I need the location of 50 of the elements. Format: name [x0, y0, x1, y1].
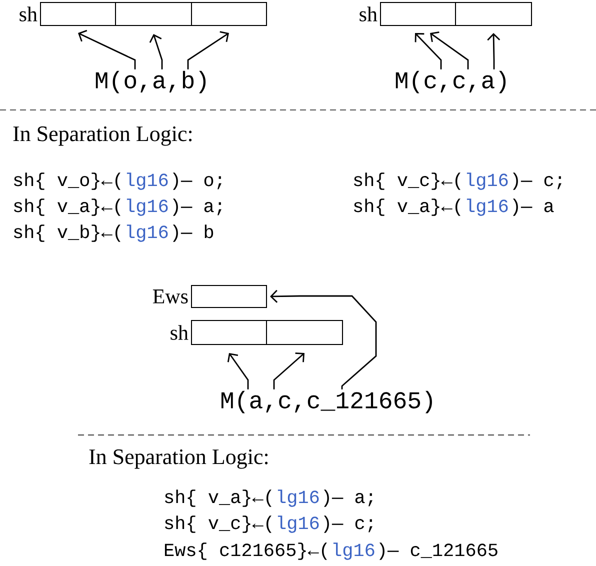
- array-cell: [191, 2, 267, 26]
- code-text: sh{ v_o}←(: [14, 172, 120, 190]
- array-cell: [40, 2, 116, 26]
- node-label: sh: [360, 6, 378, 22]
- type-annotation: lg16: [126, 172, 168, 190]
- array-cell: [191, 320, 267, 345]
- code-text: )— c_121665: [379, 542, 498, 560]
- arrow: [487, 33, 500, 70]
- code-text: )— a;: [172, 198, 222, 216]
- code-text: sh{ v_a}←(: [14, 198, 120, 216]
- arrow: [149, 34, 163, 70]
- array-cell: [380, 2, 456, 26]
- arrow: [430, 31, 469, 70]
- array-cell: [455, 2, 532, 26]
- node-label: Ews: [152, 290, 188, 304]
- code-text: sh{ v_a}←(: [354, 198, 460, 216]
- node-label: sh: [170, 325, 188, 340]
- code-text: sh{ v_c}←(: [354, 172, 460, 190]
- arrow: [273, 352, 304, 390]
- code-text: )— o;: [172, 172, 222, 190]
- type-annotation: lg16: [126, 224, 168, 242]
- arrow: [270, 290, 377, 390]
- term-text: M(o,a,b): [96, 70, 206, 94]
- arrow: [227, 353, 249, 390]
- arrow: [78, 30, 136, 70]
- code-text: )— c;: [512, 172, 562, 190]
- type-annotation: lg16: [278, 516, 319, 533]
- type-annotation: lg16: [466, 198, 508, 216]
- section-heading: In Separation Logic:: [13, 126, 192, 146]
- code-text: sh{ v_a}←(: [165, 490, 272, 507]
- array-cell: [115, 2, 192, 26]
- term-text: M(a,c,c_121665): [222, 390, 432, 414]
- arrow: [187, 31, 229, 70]
- code-text: )— b: [172, 224, 214, 242]
- term-text: M(c,c,a): [396, 70, 506, 94]
- node-label: sh: [20, 6, 38, 22]
- arrow: [414, 33, 442, 70]
- code-text: )— a;: [324, 490, 372, 507]
- type-annotation: lg16: [466, 172, 508, 190]
- labeled-array: Ews: [152, 285, 267, 308]
- section-heading: In Separation Logic:: [89, 449, 268, 469]
- type-annotation: lg16: [126, 198, 168, 216]
- code-text: )— a: [512, 198, 554, 216]
- type-annotation: lg16: [278, 490, 319, 507]
- type-annotation: lg16: [333, 542, 374, 560]
- array-cell: [266, 320, 343, 345]
- code-text: sh{ v_b}←(: [14, 224, 120, 242]
- code-text: )— c;: [324, 516, 372, 533]
- code-text: Ews{ c121665}←(: [164, 542, 327, 560]
- code-text: sh{ v_c}←(: [165, 516, 272, 533]
